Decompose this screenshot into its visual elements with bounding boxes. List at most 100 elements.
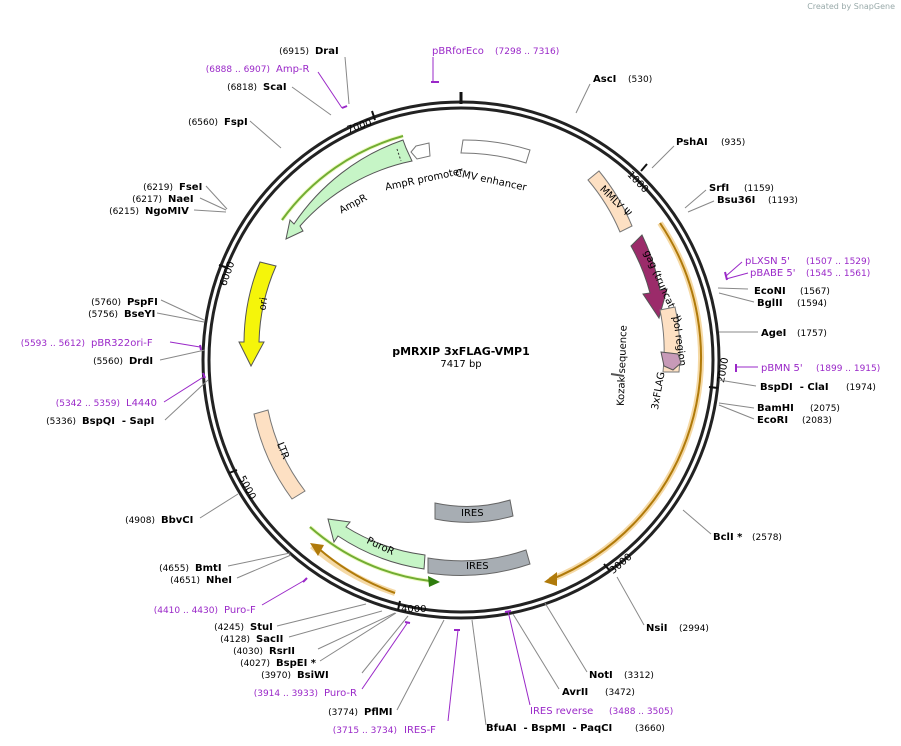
ires-feature-1[interactable]: [434, 499, 514, 523]
kozak-label: Kozak sequence: [616, 325, 630, 406]
ltr-feature[interactable]: [253, 409, 306, 500]
enz-sacii: SacII: [256, 634, 283, 645]
snapgene-credit: Created by SnapGene: [807, 2, 895, 11]
enz-drai: DraI: [315, 46, 339, 57]
leader-pflmi: [396, 619, 445, 711]
enz-rsrii: RsrII: [269, 646, 295, 657]
leader-bcli: [682, 509, 712, 535]
pos-bspdi-clai: (1974): [846, 383, 876, 393]
pos-bamhi: (2075): [810, 404, 840, 414]
primer-puro-r: Puro-R: [324, 688, 357, 699]
pos-bsu36i: (1193): [768, 196, 798, 206]
leader-avrii: [512, 613, 560, 690]
pos-bfuai-group: (3660): [635, 724, 665, 734]
primer-ires-reverse: IRES reverse: [530, 706, 593, 717]
gag-feature[interactable]: [630, 234, 668, 320]
plasmid-name: pMRXIP 3xFLAG-VMP1: [392, 345, 530, 358]
leader-bbvci: [199, 493, 239, 519]
pos-ecori: (2083): [802, 416, 832, 426]
ires-label-1: IRES: [461, 508, 484, 519]
ires-label-2: IRES: [466, 561, 489, 572]
leader-bfuai: [471, 619, 487, 726]
enz-bbvci: BbvCI: [161, 515, 193, 526]
leader-econi: [717, 287, 749, 290]
kozak-feature[interactable]: [610, 373, 625, 377]
pos-bbvci: (4908): [125, 516, 155, 526]
enz-bspdi-clai: BspDI - ClaI: [760, 382, 829, 393]
pos-pspfi: (5760): [91, 298, 121, 308]
leader-ires-f: [447, 629, 459, 722]
puror-orf-glow: [308, 525, 431, 583]
leader-sacii: [288, 610, 383, 638]
tick-1000: 1000: [625, 169, 651, 195]
pos-scai: (6818): [227, 83, 257, 93]
cmv-enhancer-feature[interactable]: [460, 139, 531, 164]
flag-feature[interactable]: [660, 351, 682, 371]
leader-puro-r: [361, 621, 409, 690]
enz-nsii: NsiI: [646, 623, 667, 634]
vmp1-orf: [549, 222, 702, 581]
enz-asci: AscI: [593, 74, 616, 85]
leader-pbabe: [725, 272, 749, 280]
enz-bfuai-group: BfuAI - BspMI - PaqCI: [486, 723, 612, 734]
enz-bmti: BmtI: [195, 563, 222, 574]
primer-pbabe: pBABE 5': [750, 268, 796, 279]
primer-amp-r: Amp-R: [276, 64, 310, 75]
tick-5000-mark: [228, 469, 238, 474]
ampr-promoter-feature[interactable]: [410, 142, 431, 160]
ori-feature[interactable]: [238, 261, 277, 368]
enz-bamhi: BamHI: [757, 403, 794, 414]
leader-pbr322ori: [169, 341, 201, 348]
enz-pflmi: PflMI: [364, 707, 392, 718]
plasmid-size: 7417 bp: [440, 359, 481, 370]
enz-srfi: SrfI: [709, 183, 729, 194]
pos-bseyi: (5756): [88, 310, 118, 320]
enz-bseyi: BseYI: [124, 309, 155, 320]
puror-orf: [309, 526, 431, 582]
primer-plxsn-range: (1507 .. 1529): [806, 257, 870, 267]
puror-orf-head: [428, 576, 440, 587]
primer-pbabe-range: (1545 .. 1561): [806, 269, 870, 279]
primer-pbmn: pBMN 5': [761, 363, 803, 374]
leader-bglii: [718, 292, 755, 303]
pos-bglii: (1594): [797, 299, 827, 309]
tick-1000-mark: [640, 163, 648, 172]
primer-ires-f: IRES-F: [404, 725, 436, 736]
leader-bspdi: [718, 379, 757, 387]
primer-amp-r-range: (6888 .. 6907): [206, 65, 270, 75]
l4440-mark: [202, 372, 206, 379]
amp-r-mark: [341, 105, 348, 109]
puror-feature[interactable]: [327, 518, 426, 570]
leader-rsrii: [317, 612, 396, 650]
ires-feature-2[interactable]: [427, 549, 531, 576]
ampr-feature[interactable]: [285, 139, 413, 240]
vmp1-orf-head: [544, 572, 557, 586]
pos-drdi: (5560): [93, 357, 123, 367]
primer-pbmn-range: (1899 .. 1915): [816, 364, 880, 374]
leader-noti: [544, 602, 588, 673]
leader-bsu36i: [687, 200, 715, 213]
flag-label: 3xFLAG: [650, 371, 667, 411]
leader-stui: [276, 603, 367, 627]
ampr-label: AmpR: [338, 193, 370, 217]
enz-bspqi-sapi: BspQI - SapI: [82, 416, 154, 427]
backbone-inner: [207, 106, 715, 614]
primer-l4440: L4440: [126, 398, 157, 409]
pos-bmti: (4655): [159, 564, 189, 574]
leader-scai: [291, 86, 332, 116]
cmv-enhancer-label: CMV enhancer: [454, 168, 528, 194]
leader-ngomiv: [193, 209, 227, 213]
primer-leader-lines: [163, 57, 758, 722]
primer-ires-f-range: (3715 .. 3734): [333, 726, 397, 736]
primer-puro-f: Puro-F: [224, 605, 256, 616]
pos-agei: (1757): [797, 329, 827, 339]
ampr-orf-glow: [280, 134, 404, 222]
pos-nsii: (2994): [679, 624, 709, 634]
leader-bspqi: [164, 379, 209, 421]
pos-bsiwi: (3970): [261, 671, 291, 681]
mmlv-psi-feature[interactable]: [587, 170, 633, 233]
pos-nhei: (4651): [170, 576, 200, 586]
enz-naei: NaeI: [168, 194, 194, 205]
pos-bspqi-sapi: (5336): [46, 417, 76, 427]
tick-7000-mark: [371, 110, 376, 121]
